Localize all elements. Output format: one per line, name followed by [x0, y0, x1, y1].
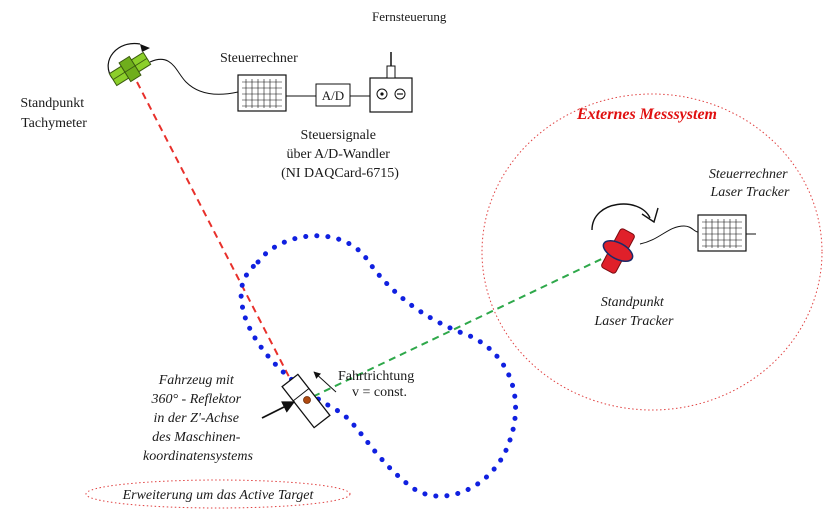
- label-erweiterung: Erweiterung um das Active Target: [122, 488, 315, 503]
- label-externes-messsystem: Externes Messsystem: [576, 106, 717, 123]
- label-steuersignale: Steuersignale über A/D-Wandler (NI DAQCa…: [281, 128, 399, 181]
- active-target-ellipse: [85, 479, 351, 509]
- ad-converter-box: [315, 83, 351, 107]
- tachymeter-sightline: [136, 81, 303, 403]
- label-standpunkt-tachymeter: Standpunkt Tachymeter: [20, 96, 87, 131]
- ad-converter-label: A/D: [322, 88, 344, 103]
- remote-control-icon: [369, 52, 413, 113]
- label-standpunkt-laser-tracker: Standpunkt Laser Tracker: [594, 295, 675, 329]
- laser-tracker-sightline: [307, 253, 613, 400]
- control-computer-icon: [237, 74, 316, 112]
- laser-tracker-icon: [591, 203, 699, 274]
- reflector-icon: [303, 396, 311, 404]
- label-steuerrechner: Steuerrechner: [220, 51, 298, 66]
- label-steuerrechner-laser-tracker: Steuerrechner Laser Tracker: [709, 167, 791, 200]
- label-fahrzeug: Fahrzeug mit 360° - Reflektor in der Z'-…: [143, 373, 253, 464]
- laser-tracker-computer-icon: [697, 214, 756, 252]
- tachymeter-icon: [107, 42, 239, 95]
- vehicle-track: [238, 233, 519, 499]
- vehicle-pointer-arrow: [261, 401, 296, 419]
- external-system-ellipse: [481, 93, 823, 411]
- direction-arrow: [313, 371, 337, 393]
- label-fahrtrichtung: Fahrtrichtung v = const.: [338, 369, 418, 400]
- label-fernsteuerung: Fernsteuerung: [372, 9, 447, 24]
